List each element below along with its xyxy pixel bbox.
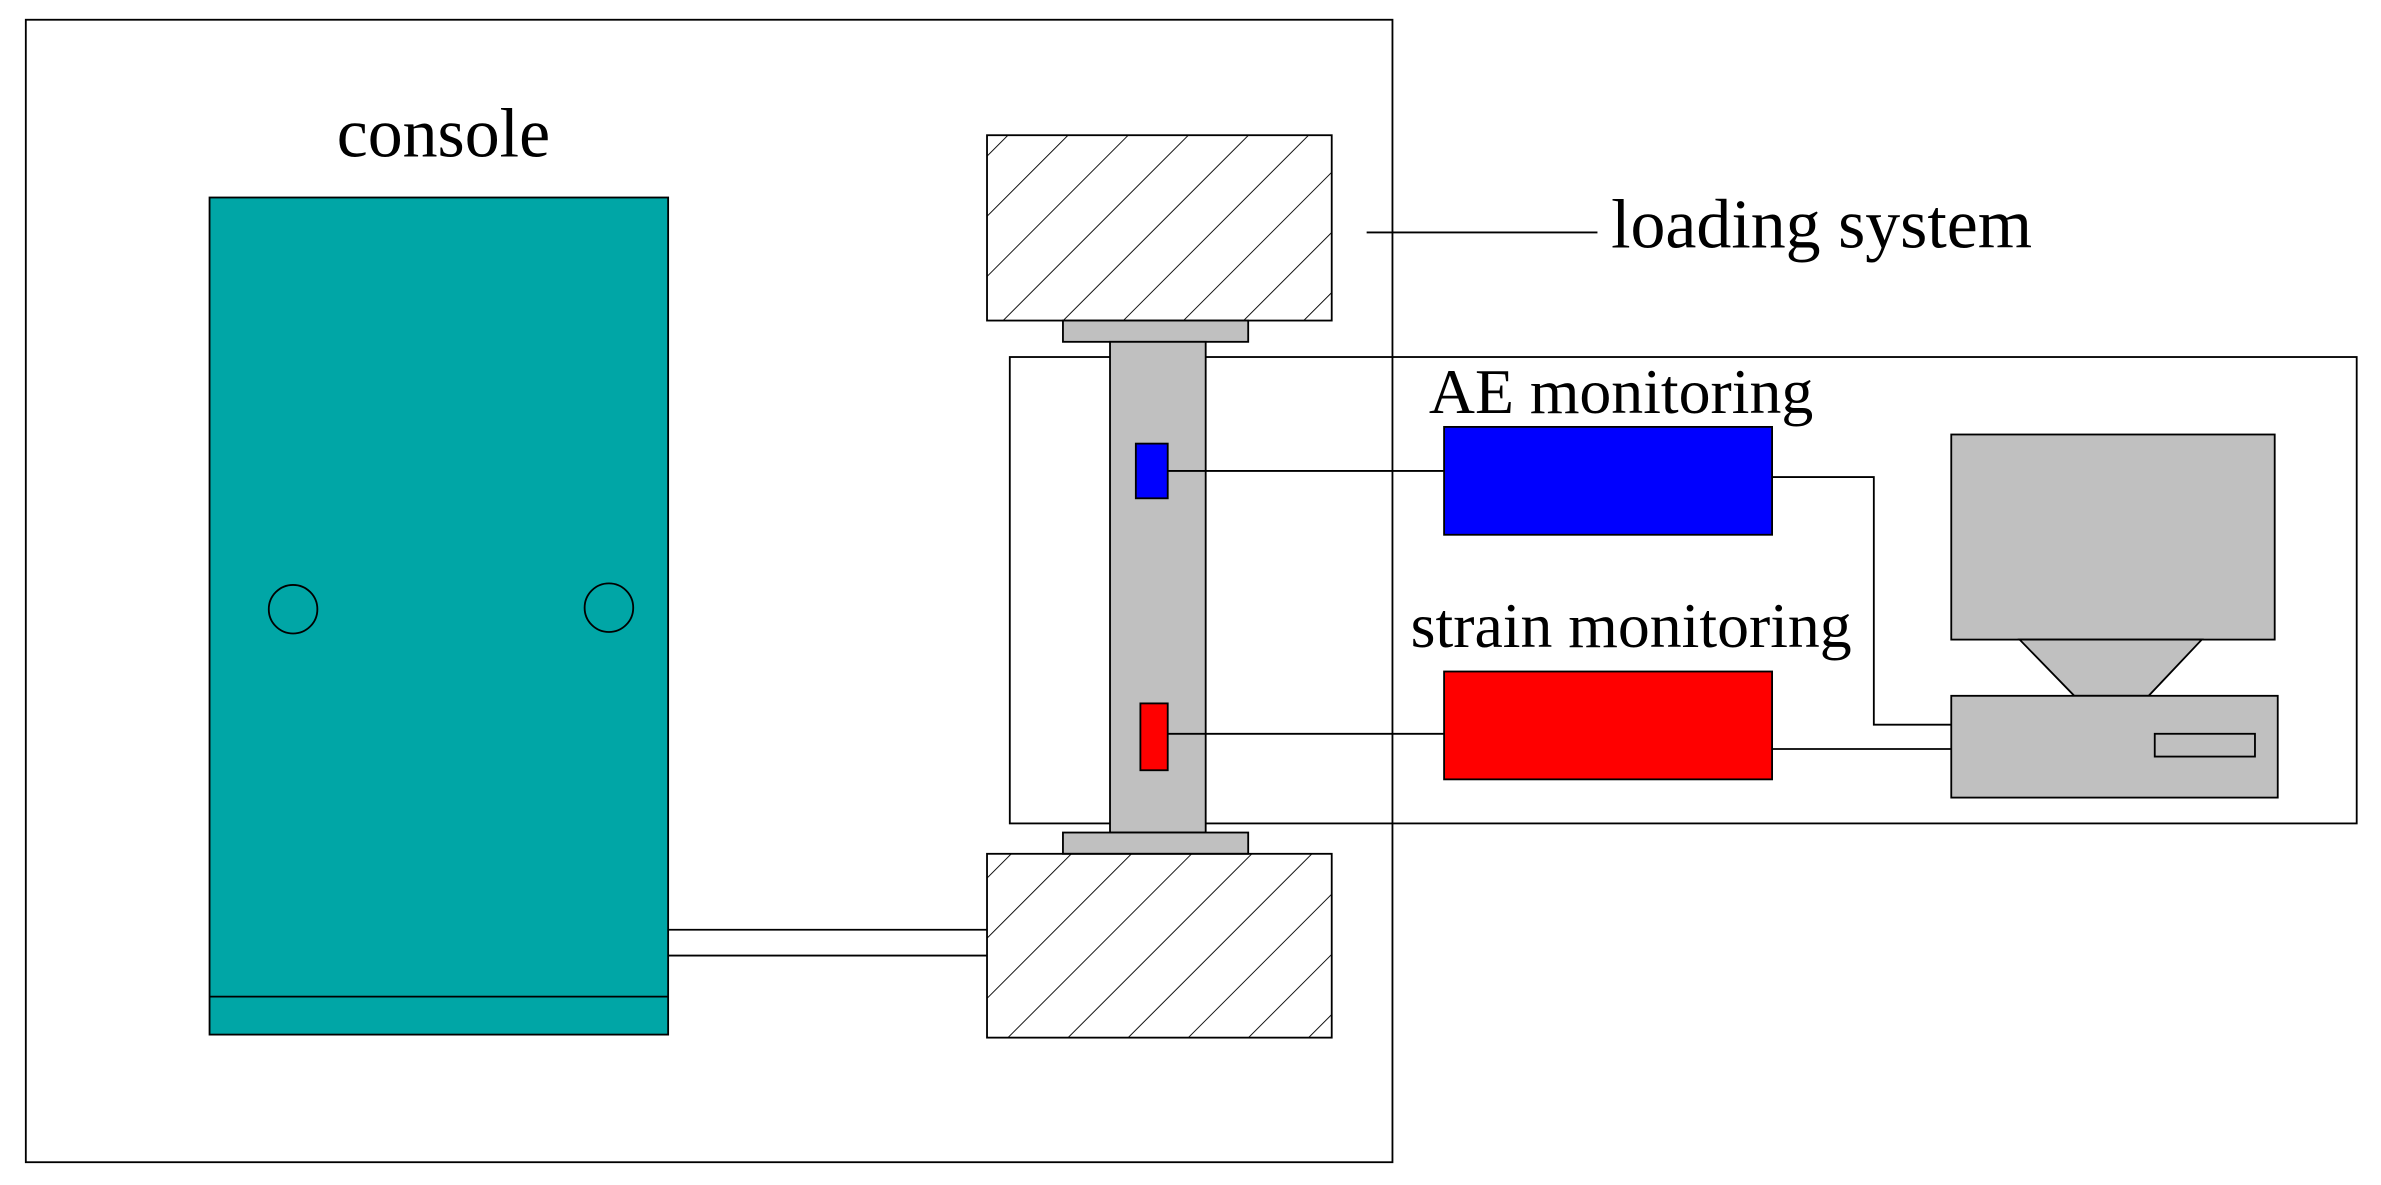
console-knob-right-icon: [583, 582, 635, 633]
computer-monitor: [1950, 433, 2276, 641]
ae-to-computer-wire: [1772, 476, 1952, 726]
monitoring-frame: [1008, 356, 2358, 825]
ae-monitoring-label: AE monitoring: [1429, 356, 1813, 427]
loading-system-label: loading system: [1611, 187, 2032, 264]
computer-icon: [1950, 433, 2279, 799]
console-cabinet: [208, 196, 670, 1036]
console-knob-left-icon: [267, 583, 319, 635]
console-cable: [668, 928, 988, 957]
ae-monitoring-unit: [1443, 425, 1773, 536]
computer-monitor-stand: [2017, 638, 2204, 697]
computer-drive-slot: [2153, 732, 2256, 758]
strain-sensor: [1139, 702, 1169, 772]
ae-sensor: [1134, 442, 1169, 500]
strain-monitoring-unit: [1443, 670, 1773, 781]
lower-grip: [986, 831, 1333, 1039]
loading-system-frame: [24, 18, 1394, 1164]
strain-monitoring-label: strain monitoring: [1411, 590, 1852, 661]
console-label: console: [337, 95, 550, 172]
upper-grip: [986, 134, 1333, 343]
